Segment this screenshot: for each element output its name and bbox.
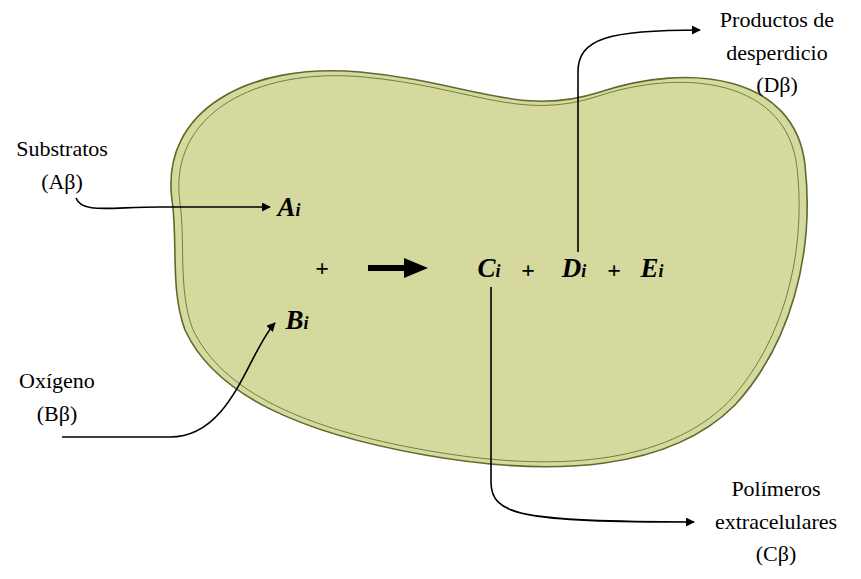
cell-body: Ai + Bi Ci + Di + Ei [160,60,810,480]
species-symbol: Ci [477,255,500,282]
substrate-label: Substratos (Aβ) [6,133,118,198]
cell-membrane [171,71,807,467]
cell-inner-membrane [179,76,799,462]
plus-sign: + [315,256,329,280]
plus-sign: + [607,258,621,282]
species-symbol: Ai [277,194,300,221]
waste-label: Productos de desperdicio (Dβ) [711,4,843,102]
plus-sign: + [521,258,535,282]
polymer-label: Polímeros extracelulares (Cβ) [701,473,851,571]
species-symbol: Bi [285,307,308,334]
species-symbol: Ei [640,255,663,282]
species-symbol: Di [562,255,587,282]
oxygen-label: Oxígeno (Bβ) [9,365,105,430]
